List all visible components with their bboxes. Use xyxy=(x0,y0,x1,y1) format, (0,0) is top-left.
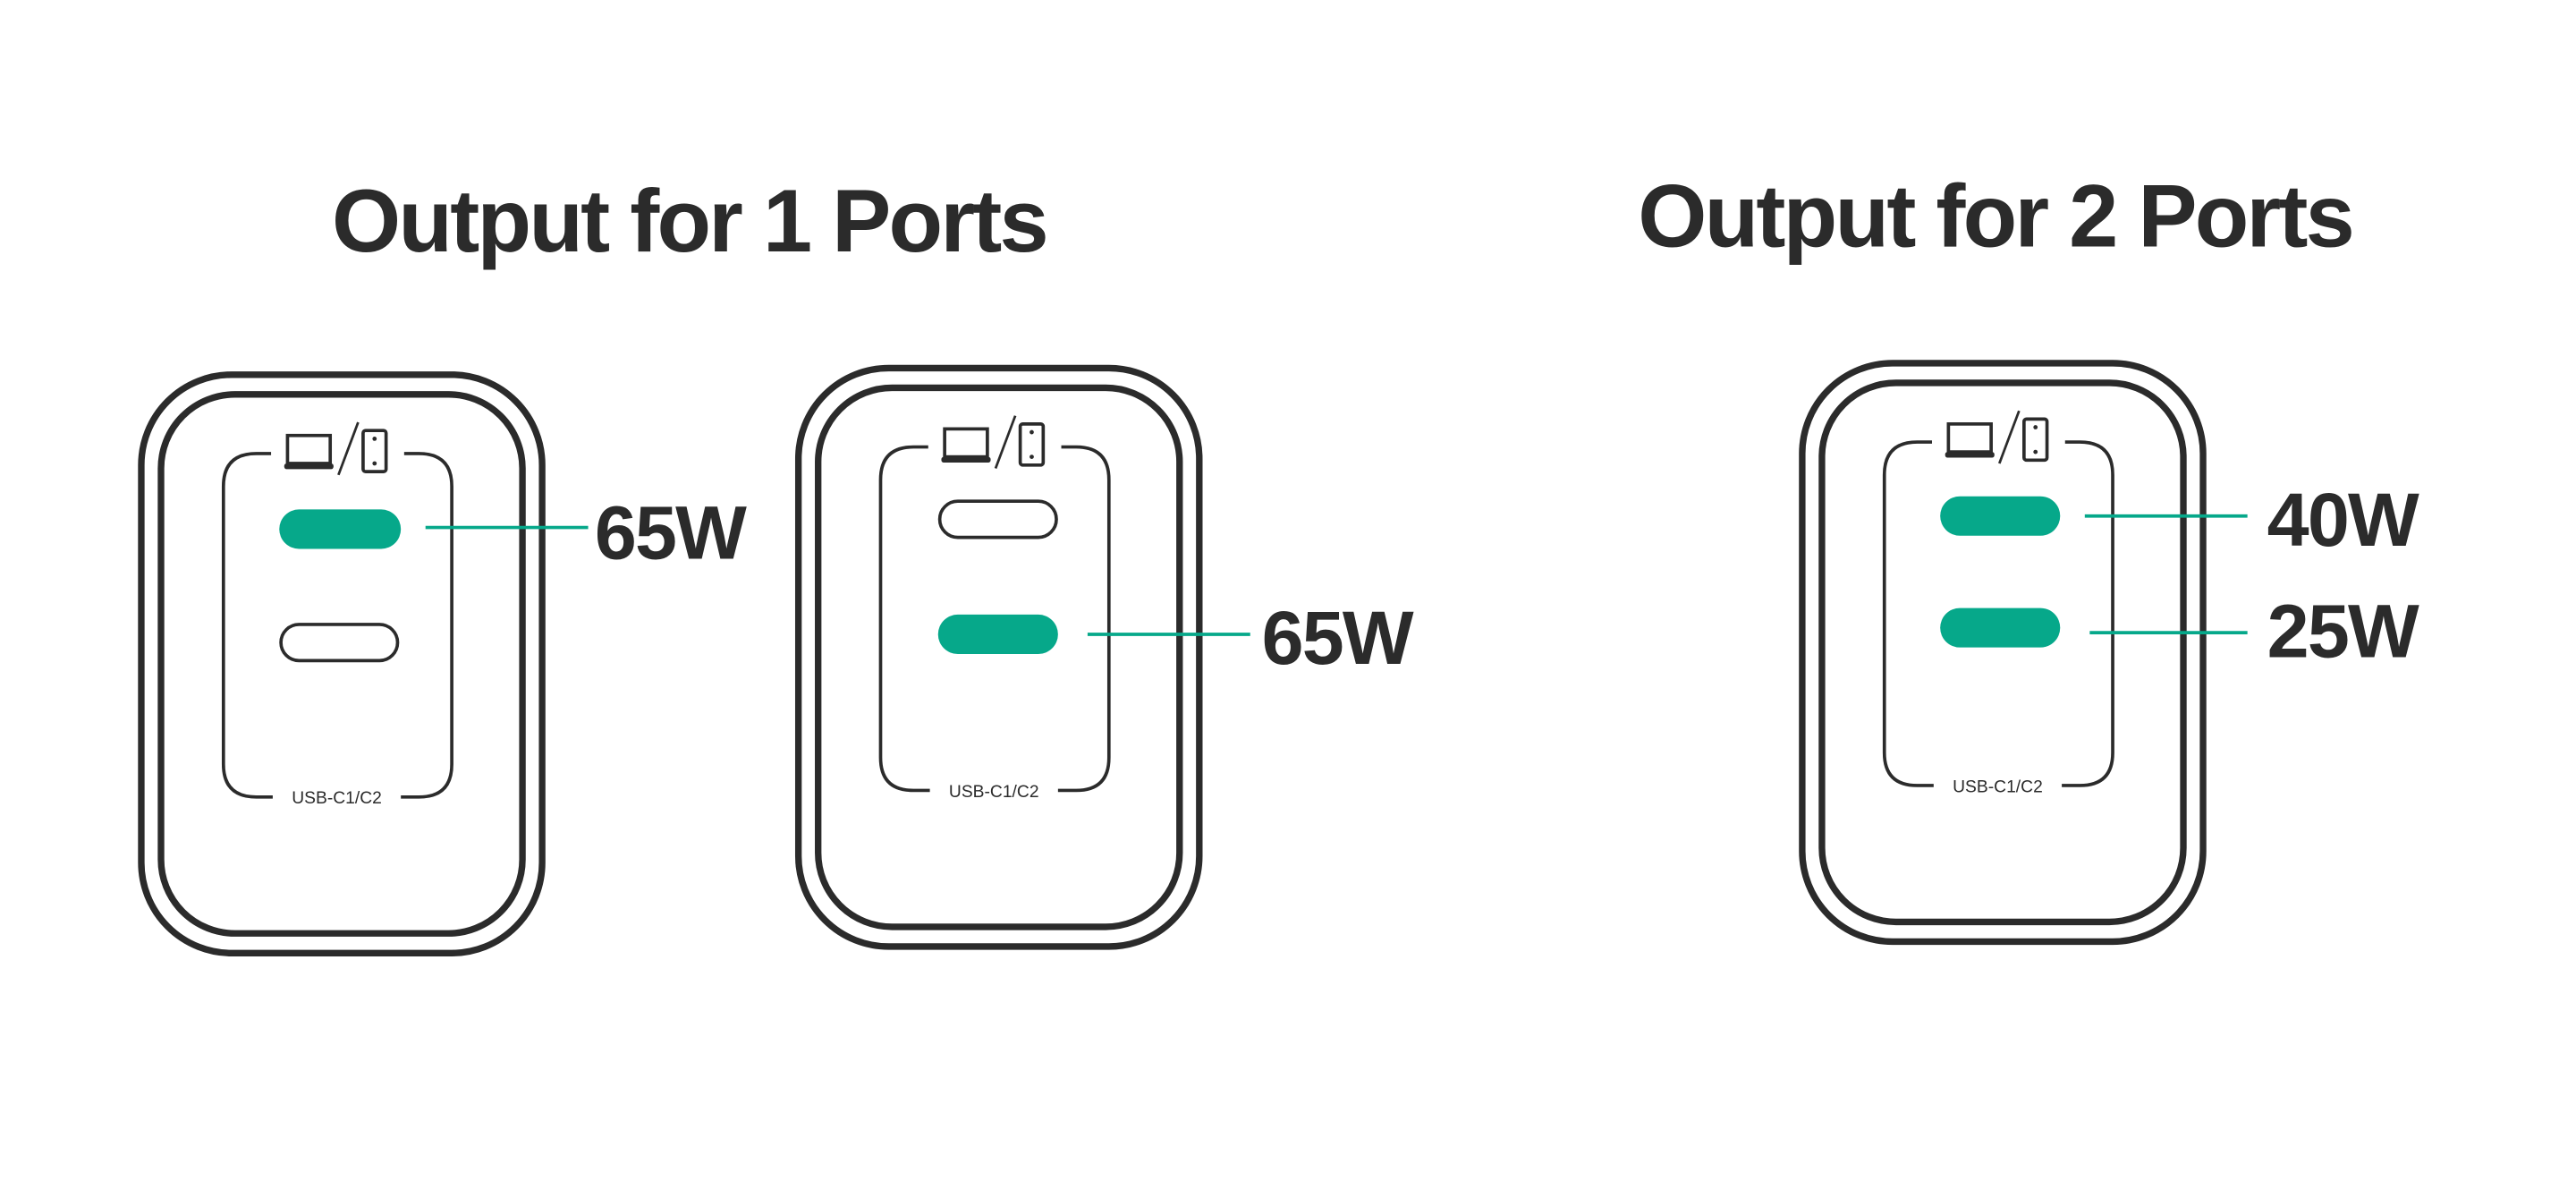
port-c2-active xyxy=(1940,607,2061,648)
output-watt: 65W xyxy=(595,490,747,574)
port-c2-active xyxy=(937,614,1058,655)
charger-1: USB-C1/C2 xyxy=(141,375,542,954)
port-c2 xyxy=(279,623,400,663)
charger-2: USB-C1/C2 xyxy=(799,368,1199,947)
charger-3: USB-C1/C2 xyxy=(1802,363,2203,942)
port-c1-active xyxy=(1940,496,2061,536)
output-watt: 65W xyxy=(1262,596,1414,680)
section-title-1-port: Output for 1 Ports xyxy=(332,172,1046,271)
output-watt-c2: 25W xyxy=(2267,590,2419,674)
port-c1 xyxy=(937,499,1058,540)
port-label: USB-C1/C2 xyxy=(1953,777,2043,796)
output-watt-c1: 40W xyxy=(2267,478,2419,562)
port-c1-active xyxy=(279,509,402,549)
port-label: USB-C1/C2 xyxy=(949,783,1039,802)
port-label: USB-C1/C2 xyxy=(292,789,382,808)
section-title-2-ports: Output for 2 Ports xyxy=(1638,167,2352,267)
